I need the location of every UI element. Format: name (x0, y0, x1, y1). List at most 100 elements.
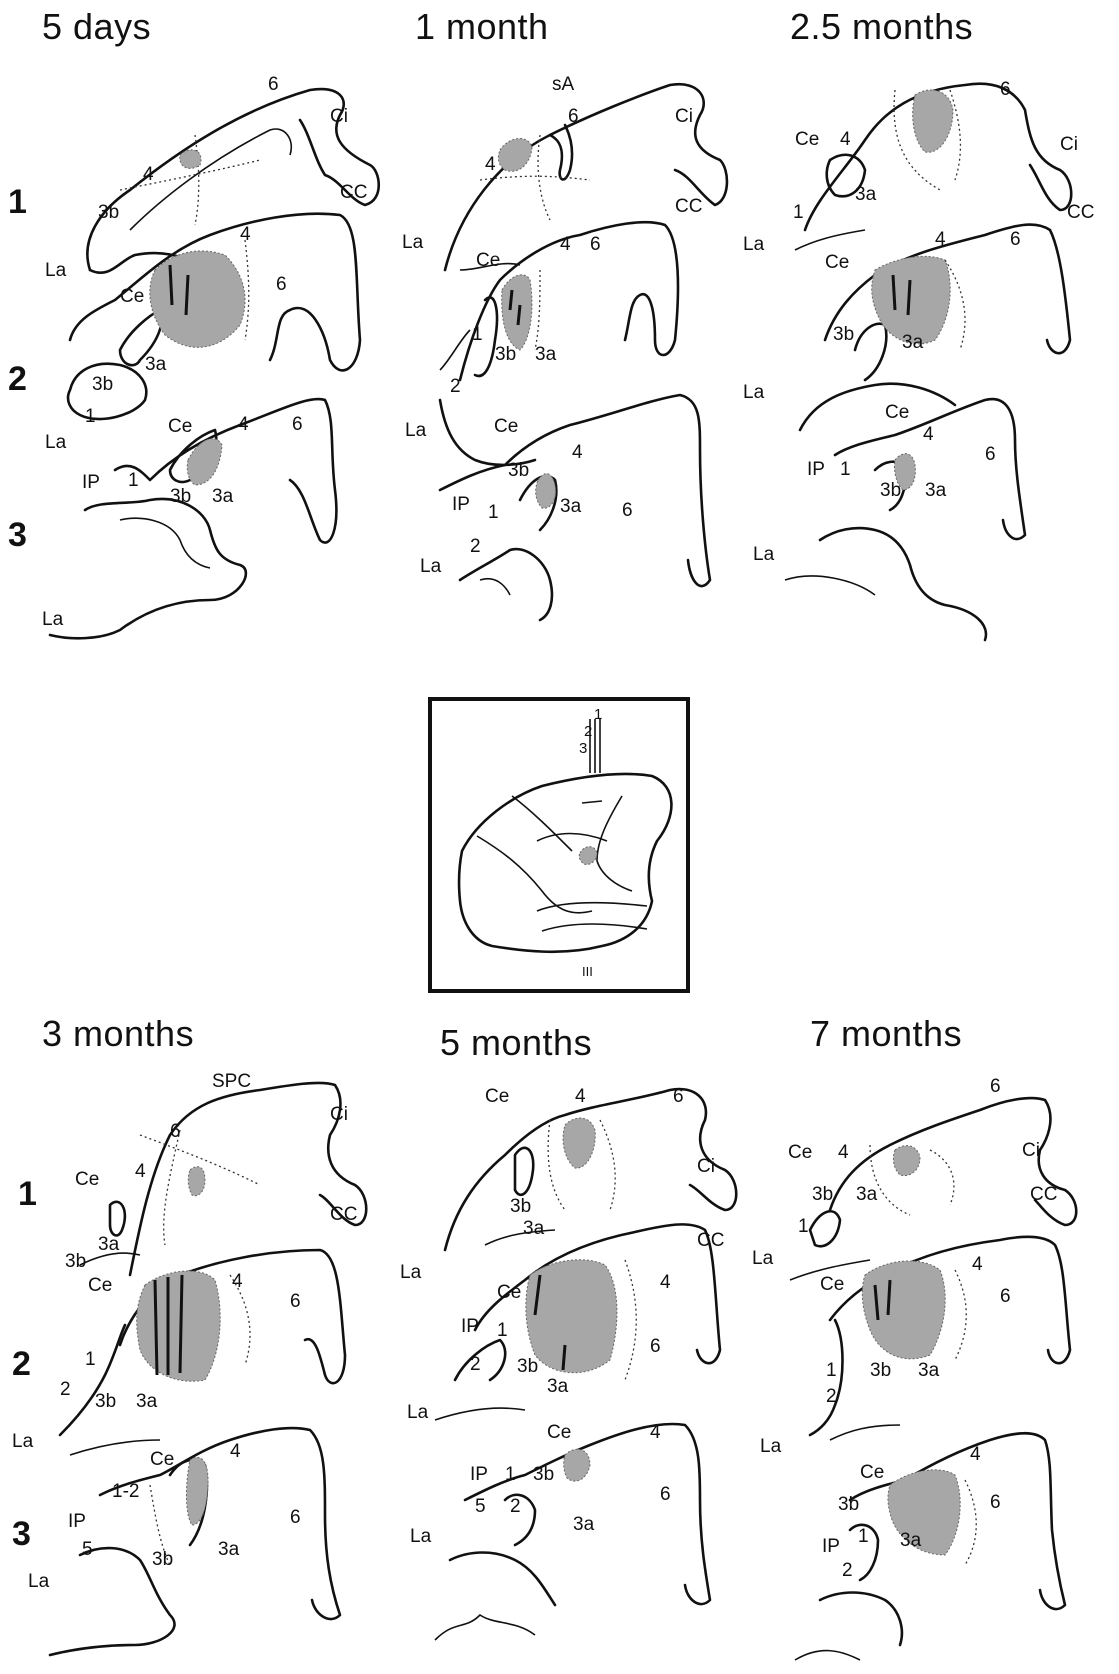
label-area-3a-s2: 3a (136, 1391, 158, 1412)
label-area-4-s1: 4 (575, 1086, 586, 1107)
label-area-3b-s1: 3b (65, 1251, 86, 1272)
label-area-3b-s3: 3b (508, 460, 529, 481)
label-area-1-s3: 1 (505, 1464, 516, 1485)
label-area-3b-s1: 3b (98, 202, 119, 223)
label-Ci-s1: Ci (330, 106, 348, 127)
label-area-6-s2: 6 (650, 1336, 661, 1357)
label-area-3a-s1: 3a (855, 184, 877, 205)
label-area-3a-s3: 3a (212, 486, 234, 507)
label-area-3a-s2: 3a (902, 332, 924, 353)
label-area-6-s1: 6 (170, 1121, 181, 1142)
section-3 (50, 1428, 340, 1655)
label-area-1-s2: 1 (85, 1349, 96, 1370)
label-Ce-s2: Ce (88, 1275, 112, 1296)
label-Ce-s2: Ce (476, 250, 500, 271)
label-Ci-s1: Ci (1060, 134, 1078, 155)
label-Ce-s1: Ce (485, 1086, 509, 1107)
label-La-s2: La (743, 382, 765, 403)
label-area-1-s2: 1 (472, 324, 483, 345)
row-number-1-bottom: 1 (18, 1175, 37, 1214)
label-La-s1: La (743, 234, 765, 255)
label-area-6-s1: 6 (673, 1086, 684, 1107)
label-area-4-s2: 4 (935, 229, 946, 250)
label-Ce-s3: Ce (860, 1462, 884, 1483)
label-IP-s3: IP (470, 1464, 488, 1485)
label-area-4-s3: 4 (230, 1441, 241, 1462)
label-area-3b-s3: 3b (838, 1494, 859, 1515)
label-area-3b-s1: 3b (510, 1196, 531, 1217)
label-La-s3: La (753, 544, 775, 565)
label-area-1-s3: 1 (128, 470, 139, 491)
label-area-3b-s2: 3b (833, 324, 854, 345)
label-CC-s1: CC (330, 1204, 357, 1225)
brain-inset-box: 1 2 3 III (428, 697, 690, 993)
label-CC-s1: CC (675, 196, 702, 217)
panel-2-5-months: 6 Ce 4 Ci 3a CC 1 La Ce 4 6 3b 3a La Ce … (775, 40, 1115, 640)
label-area-2-s2: 2 (60, 1379, 71, 1400)
label-Ci-s1: Ci (675, 106, 693, 127)
label-Ce-s2: Ce (497, 1282, 521, 1303)
label-area-6-s2: 6 (1000, 1286, 1011, 1307)
label-area-6-s3: 6 (985, 444, 996, 465)
label-area-6-s3: 6 (290, 1507, 301, 1528)
row-number-1-top: 1 (8, 183, 27, 222)
label-area-4-s3: 4 (572, 442, 583, 463)
label-La-s2: La (760, 1436, 782, 1457)
label-area-1-s2: 1 (826, 1360, 837, 1381)
label-area-3b-s2: 3b (870, 1360, 891, 1381)
inset-level-3: 3 (579, 740, 587, 757)
label-La-s2: La (407, 1402, 429, 1423)
label-Ce-s3: Ce (547, 1422, 571, 1443)
label-IP-s3: IP (82, 472, 100, 493)
label-IP-s3: IP (807, 459, 825, 480)
panel-3-months-drawing: SPC 6 Ci 4 Ce CC 3a 3b Ce 4 6 1 2 3b 3a … (40, 1055, 385, 1665)
label-La-s2: La (45, 432, 67, 453)
label-CC-s1: CC (1067, 202, 1094, 223)
label-area-3a-s3: 3a (925, 480, 947, 501)
label-area-3b-s3: 3b (533, 1464, 554, 1485)
label-area-6-s3: 6 (660, 1484, 671, 1505)
label-area-3b-s2: 3b (495, 344, 516, 365)
label-CC-s1: CC (1030, 1184, 1057, 1205)
label-area-4-s3: 4 (923, 424, 934, 445)
section-2 (810, 1237, 1070, 1440)
panel-5-days-drawing: 6 Ci CC 4 3b La 4 Ce 6 3a 3b 1 La Ce 4 6… (40, 40, 370, 670)
label-La-s2: La (405, 420, 427, 441)
label-area-6-s2: 6 (290, 1291, 301, 1312)
label-area-3a-s3: 3a (900, 1530, 922, 1551)
label-area-4-s1: 4 (485, 154, 496, 175)
panel-title-7-months: 7 months (810, 1013, 962, 1055)
panel-1-month: sA 6 Ci 4 CC La Ce 4 6 1 3b 3a 2 La Ce 4… (400, 40, 730, 650)
label-area-6-s3: 6 (622, 500, 633, 521)
label-area-4-s3: 4 (238, 414, 249, 435)
label-area-1-2-s3: 1-2 (112, 1481, 139, 1502)
inset-bottom-mark: III (582, 964, 593, 979)
label-area-6-s1: 6 (990, 1076, 1001, 1097)
label-area-1-s1: 1 (798, 1216, 809, 1237)
brain-lateral-view: 1 2 3 III (432, 701, 686, 989)
label-Ce-s1: Ce (788, 1142, 812, 1163)
label-area-4-s2: 4 (232, 1271, 243, 1292)
label-Ce-s2: Ce (820, 1274, 844, 1295)
label-sA-s1: sA (552, 74, 575, 95)
label-area-1-s3: 1 (858, 1526, 869, 1547)
label-Ce-s2: Ce (120, 286, 144, 307)
label-Ce-s1: Ce (75, 1169, 99, 1190)
panel-7-months-drawing: 6 Ce 4 Ci 3b 3a CC 1 La Ce 4 6 1 3b 3a 2… (790, 1060, 1115, 1665)
label-area-3a-s3: 3a (573, 1514, 595, 1535)
label-area-3b-s2: 3b (92, 374, 113, 395)
section-1 (80, 1083, 366, 1275)
label-area-3a-s1: 3a (98, 1234, 120, 1255)
label-area-4-s2: 4 (240, 224, 251, 245)
label-IP-s3: IP (68, 1511, 86, 1532)
label-La-s3: La (410, 1526, 432, 1547)
label-area-3a-s3: 3a (218, 1539, 240, 1560)
label-Ce-s1: Ce (795, 129, 819, 150)
label-area-2-s3: 2 (842, 1560, 853, 1581)
label-Ci-s1: Ci (697, 1156, 715, 1177)
label-area-3a-s3: 3a (560, 496, 582, 517)
label-area-4-s3: 4 (970, 1444, 981, 1465)
label-area-4-s2: 4 (660, 1272, 671, 1293)
label-area-3b-s3: 3b (880, 480, 901, 501)
label-area-4-s3: 4 (650, 1422, 661, 1443)
